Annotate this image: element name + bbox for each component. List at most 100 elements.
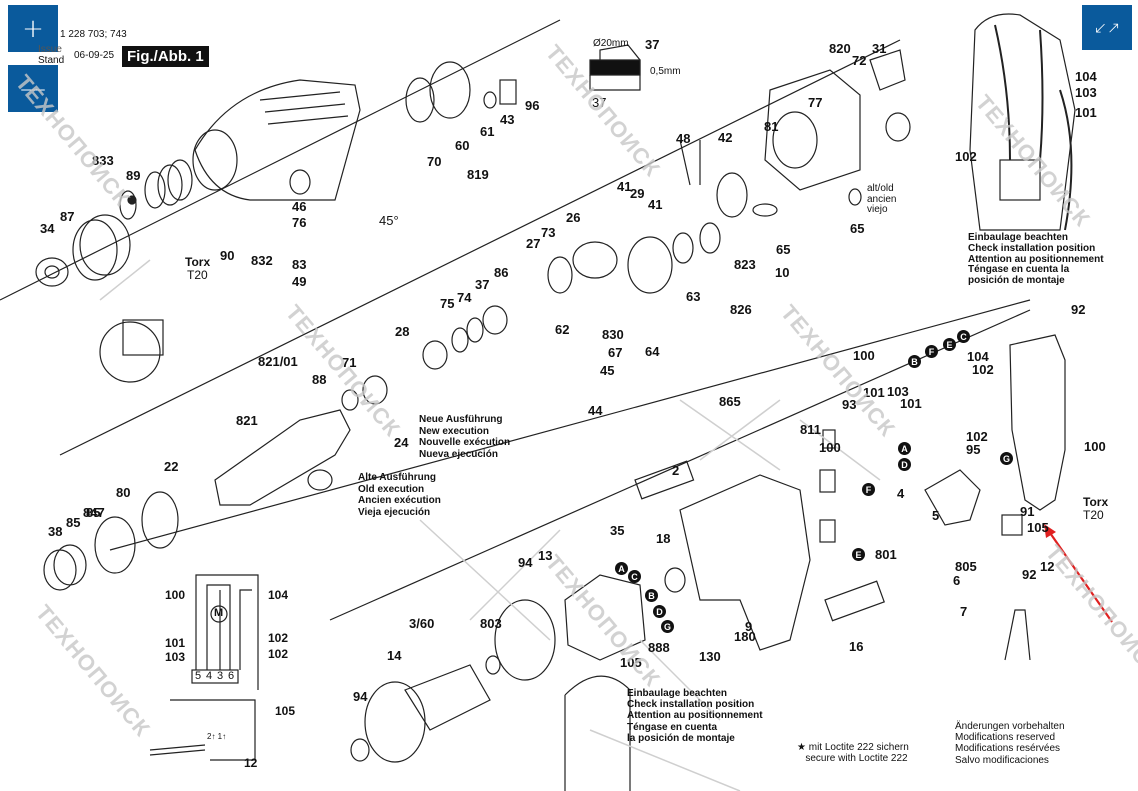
part-label: 96 <box>525 98 540 113</box>
part-label: 826 <box>730 302 752 317</box>
spindle <box>43 305 508 591</box>
part-label: 61 <box>480 124 495 139</box>
part-label: 832 <box>251 253 273 268</box>
part-label: 60 <box>455 138 470 153</box>
part-label: 93 <box>842 397 857 412</box>
switch-terminals: 2↑ 1↑ <box>207 732 227 741</box>
part-label: 24 <box>394 435 409 450</box>
part-label: 41 <box>648 197 663 212</box>
part-label: 46 <box>292 199 307 214</box>
connector-marker: G <box>1000 452 1013 465</box>
part-label: 48 <box>676 131 691 146</box>
part-label: 865 <box>719 394 741 409</box>
part-label: 37 <box>592 95 607 110</box>
part-label: 103 <box>887 384 909 399</box>
wiring-label: 105 <box>275 704 296 718</box>
ring-section-37 <box>589 59 641 76</box>
part-label: 12 <box>1040 559 1055 574</box>
installation-detail <box>969 13 1076 231</box>
hammer-housing <box>192 79 361 201</box>
torx-size-label: T20 <box>187 268 208 282</box>
part-label: 43 <box>500 112 515 127</box>
part-label: 75 <box>440 296 455 311</box>
part-label: 86 <box>494 265 509 280</box>
part-label: 90 <box>220 248 235 263</box>
torx-size-label-right: T20 <box>1083 508 1104 522</box>
connector-marker: B <box>645 589 658 602</box>
part-label: 94 <box>353 689 368 704</box>
part-label: 70 <box>427 154 442 169</box>
zoom-in-button[interactable]: + <box>8 5 58 52</box>
part-label: 76 <box>292 215 307 230</box>
part-label: 72 <box>852 53 867 68</box>
part-label: 95 <box>966 442 981 457</box>
connector-marker: B <box>908 355 921 368</box>
part-label: 102 <box>955 149 977 164</box>
terminal-label: 4 <box>206 670 213 682</box>
date-label: 06-09-25 <box>74 50 115 61</box>
modifications-note: Änderungen vorbehalten Modifications res… <box>955 721 1065 766</box>
part-label: 87 <box>60 209 75 224</box>
part-label: 100 <box>1084 439 1106 454</box>
old-execution-note: Alte Ausführung Old execution Ancien exé… <box>358 472 441 518</box>
minus-icon: — <box>20 73 46 104</box>
motor-parts <box>350 574 646 791</box>
wiring-label: 102 <box>268 647 289 661</box>
ring-body-37 <box>589 75 641 91</box>
part-label: 88 <box>312 372 327 387</box>
part-label: 819 <box>467 167 489 182</box>
part-label: 100 <box>853 348 875 363</box>
part-label: 26 <box>566 210 581 225</box>
part-label: 888 <box>648 640 670 655</box>
part-label: 45° <box>379 213 399 228</box>
part-label: 6 <box>953 573 961 588</box>
part-label: 7 <box>960 604 968 619</box>
part-label: 104 <box>1075 69 1097 84</box>
connector-marker: C <box>957 330 970 343</box>
part-label: 104 <box>967 349 989 364</box>
terminal-label: 6 <box>228 670 235 682</box>
connector-marker: E <box>943 338 956 351</box>
part-label: 94 <box>518 555 533 570</box>
part-label: 73 <box>541 225 556 240</box>
part-label: 34 <box>40 221 55 236</box>
part-label: 803 <box>480 616 502 631</box>
wiring-label: 104 <box>268 588 289 602</box>
part-label: 100 <box>819 440 841 455</box>
part-label: 27 <box>526 236 541 251</box>
part-label: 42 <box>718 130 733 145</box>
collapse-button[interactable]: ↙↗ <box>1082 5 1132 50</box>
wiring-label: 101 <box>165 636 186 650</box>
part-label: 28 <box>395 324 410 339</box>
zoom-out-button[interactable]: — <box>8 65 58 112</box>
detail-circle-821 <box>99 321 161 383</box>
connector-marker: A <box>615 562 628 575</box>
alt-old-label: alt/old ancien viejo <box>867 183 897 215</box>
connector-marker: C <box>628 570 641 583</box>
detail-gap: 0,5mm <box>650 66 681 77</box>
chuck-parts <box>35 159 193 287</box>
part-label: 64 <box>645 344 660 359</box>
detail-box <box>122 319 164 356</box>
part-label: 105 <box>620 655 642 670</box>
connector-marker: E <box>852 548 865 561</box>
terminal-label: 3 <box>217 670 224 682</box>
part-label: 830 <box>602 327 624 342</box>
connector-marker: G <box>661 620 674 633</box>
part-label: 18 <box>656 531 671 546</box>
part-label: 105 <box>1027 520 1049 535</box>
loctite-note: ★ mit Loctite 222 sichern secure with Lo… <box>797 742 909 764</box>
part-label: 9 <box>745 619 753 634</box>
part-label: 101 <box>863 385 885 400</box>
wiring-label: 103 <box>165 650 186 664</box>
connector-marker: D <box>898 458 911 471</box>
part-label: 2 <box>672 463 680 478</box>
part-label: 811 <box>800 422 821 437</box>
part-label: 14 <box>387 648 402 663</box>
frame-line <box>59 39 901 456</box>
part-label: 103 <box>1075 85 1097 100</box>
part-label: 41 <box>617 179 632 194</box>
issue-label: Issue <box>38 44 62 55</box>
figure-badge: Fig./Abb. 1 <box>122 46 209 67</box>
